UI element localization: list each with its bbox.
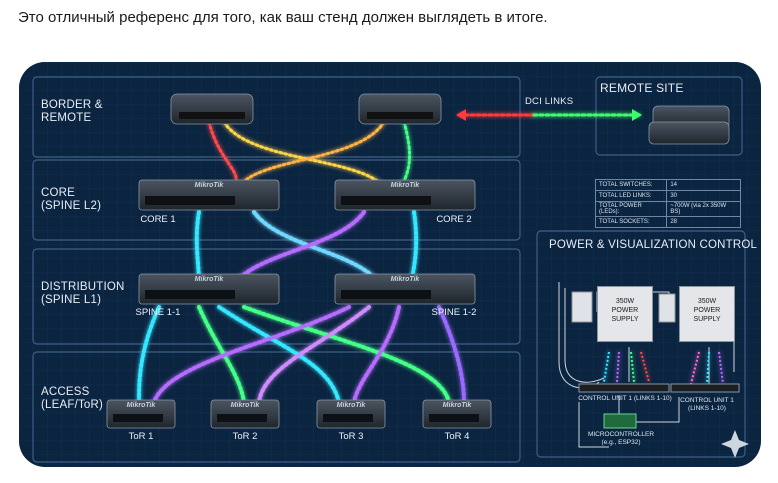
control-unit-1-label: CONTROL UNIT 1 (LINKS 1-10) [578,395,672,402]
brand-label-spine12: MikroTik [390,276,420,283]
layer-label-border: BORDER & REMOTE [41,99,103,124]
link-border2-core1-orange [237,120,386,189]
stats-table: TOTAL SWITCHES: 14 TOTAL LED LINKS: 30 T… [594,179,741,228]
spine-switch-1-1 [138,273,280,305]
brand-label-tor4: MikroTik [442,402,472,409]
psu-2: 350W POWER SUPPLY [679,286,735,342]
device-label-core1: CORE 1 [140,214,176,225]
layer-label-distribution: DISTRIBUTION (SPINE L1) [41,281,125,306]
layer-panels [32,76,746,463]
stats-row: TOTAL LED LINKS: 30 [594,190,741,202]
tor-switch-1 [106,399,176,429]
sparkle-icon [721,430,749,458]
layer-label-core: CORE (SPINE L2) [41,187,102,212]
stats-label: TOTAL SOCKETS: [594,216,668,228]
device-label-core2: CORE 2 [436,214,472,225]
stats-value: ~700W (via 2x 350W BS) [666,201,741,217]
power-control-panel [536,230,746,458]
brand-label-core2: MikroTik [390,182,420,189]
led-links [137,113,641,404]
spine-switch-1-2 [334,273,476,305]
device-label-tor3: ToR 3 [338,431,364,442]
control-unit-2-board [670,383,740,393]
border-router-2 [358,93,442,125]
link-spine12-tor2 [257,305,371,404]
stats-row: TOTAL SWITCHES: 14 [594,179,741,191]
device-label-spine11: SPINE 1-1 [135,307,181,318]
network-diagram-board: BORDER & REMOTE CORE (SPINE L2) DISTRIBU… [19,62,761,467]
remote-site-routers [648,105,730,145]
power-panel-title: POWER & VISUALIZATION CONTROL [549,239,758,251]
microcontroller-board [603,413,637,429]
border-router-1 [170,93,254,125]
link-core1-spine11 [194,210,201,286]
grid-background [19,62,761,467]
access-layer-panel [32,351,521,463]
core-layer-panel [32,159,521,241]
border-layer-panel [32,76,521,158]
core-switch-2 [334,179,476,211]
link-spine11-tor2 [197,305,246,404]
stats-value: 30 [666,190,741,202]
aux-box-middle [658,293,676,323]
dci-arrow-left [456,109,466,121]
brand-label-spine11: MikroTik [194,276,224,283]
psu-1: 350W POWER SUPPLY [597,286,653,342]
stats-value: 28 [666,216,741,228]
link-spine11-tor1 [137,305,161,404]
dci-arrow-right [632,109,642,121]
device-label-tor2: ToR 2 [232,431,258,442]
control-unit-2-label: CONTROL UNIT 1 (LINKS 1-10) [680,397,734,412]
stats-value: 14 [666,179,741,191]
brand-label-core1: MikroTik [194,182,224,189]
distribution-layer-panel [32,248,521,345]
layer-label-access: ACCESS (LEAF/ToR) [41,386,104,411]
brand-label-tor3: MikroTik [336,402,366,409]
link-spine12-tor3 [352,305,401,404]
tor-switch-4 [422,399,492,429]
power-led-strips [603,351,724,385]
link-spine12-tor1 [152,305,351,404]
remote-site-title: REMOTE SITE [600,81,684,95]
link-spine12-tor4 [437,305,466,404]
diagram-canvas [19,62,761,467]
device-label-tor1: ToR 1 [128,431,154,442]
dci-links-label: DCI LINKS [525,96,574,107]
aux-box-left [571,291,593,323]
brand-label-tor1: MikroTik [126,402,156,409]
stats-label: TOTAL LED LINKS: [594,190,668,202]
stats-label: TOTAL POWER (LEDs): [594,201,668,217]
tor-switch-3 [316,399,386,429]
stats-row: TOTAL POWER (LEDs): ~700W (via 2x 350W B… [594,201,741,217]
microcontroller-label: MICROCONTROLLER (e.g., ESP32) [587,431,655,446]
brand-label-tor2: MikroTik [230,402,260,409]
stats-row: TOTAL SOCKETS: 28 [594,216,741,228]
tor-switch-2 [210,399,280,429]
control-unit-1-board [578,383,670,393]
core-switch-1 [138,179,280,211]
stats-label: TOTAL SWITCHES: [594,179,668,191]
device-label-tor4: ToR 4 [444,431,470,442]
page-caption: Это отличный референс для того, как ваш … [18,9,548,26]
device-label-spine12: SPINE 1-2 [431,307,477,318]
